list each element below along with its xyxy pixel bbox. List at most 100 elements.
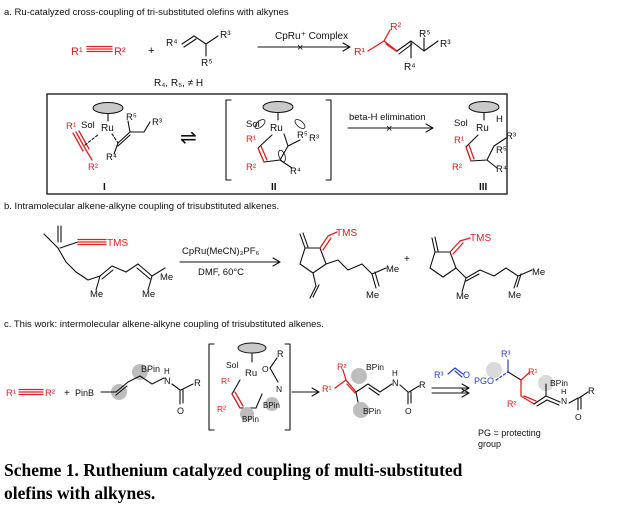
iii-label: III (479, 182, 488, 193)
scheme-caption: Scheme 1. Ruthenium catalyzed coupling o… (4, 460, 463, 503)
beta-h-arrow: beta-H elimination × (347, 112, 434, 135)
ii-r5: R⁵ (297, 130, 308, 141)
c-int-r1: R¹ (221, 376, 230, 386)
c-p2-r3: R³ (501, 349, 511, 359)
c-p2-r1: R¹ (528, 367, 538, 377)
olefin-r4: R⁴ (166, 38, 178, 49)
part-b-tms-3: TMS (470, 233, 491, 244)
part-b-product-2: TMS Me Me Me (429, 233, 545, 302)
c-r-1: R (194, 378, 201, 389)
part-b-me-7: Me (532, 267, 545, 278)
part-b-me-6: Me (456, 291, 469, 302)
c-pg-note-2: group (478, 439, 501, 449)
c-r-2: R (277, 349, 284, 359)
product-r5: R⁵ (419, 29, 430, 40)
ii-sol: Sol (246, 119, 260, 130)
part-b-me-8: Me (508, 290, 521, 301)
c-pgo: PGO (474, 376, 494, 386)
c-bpin-1: BPin (141, 364, 160, 374)
part-b-reagent: CpRu(MeCN)₃PF₆ (182, 246, 260, 257)
part-c-product-2: R³ PGO R¹ R² BPin N H O R (474, 349, 595, 422)
part-a-alkyne: R¹ R² (71, 45, 126, 58)
part-b-conditions: DMF, 60°C (198, 267, 244, 278)
part-c-intermediate: Sol Ru O R N R¹ R² BPin BPin (208, 342, 291, 431)
product-r4: R⁴ (404, 62, 416, 73)
part-b-substrate: TMS Me Me Me (43, 225, 173, 300)
part-c: c. This work: intermolecular alkene-alky… (4, 319, 595, 449)
intermediate-iii: Sol Ru H R¹ R² R³ R⁵ R⁴ III (452, 101, 516, 193)
c-h-3: H (561, 387, 566, 396)
c-alkyne-r2: R² (45, 388, 55, 399)
i-ru: Ru (101, 123, 114, 134)
c-bpin-4: BPin (366, 362, 384, 372)
part-b-me-1: Me (90, 289, 103, 300)
beta-h-cross: × (386, 123, 392, 135)
c-o-3: O (405, 406, 412, 416)
c-n-1: N (164, 376, 171, 386)
iii-h: H (496, 114, 503, 125)
part-a-olefin: R⁴ R³ R⁵ (166, 30, 231, 69)
part-b-me-3: Me (160, 272, 173, 283)
i-r4: R⁴ (106, 152, 117, 163)
intermediate-ii: Sol Ru R¹ R² R⁴ R⁵ R³ II (225, 99, 332, 193)
iii-ru: Ru (476, 123, 489, 134)
i-label: I (103, 182, 106, 193)
c-o-4: O (575, 412, 582, 422)
caption-line-1: Scheme 1. Ruthenium catalyzed coupling o… (4, 460, 463, 480)
c-alkyne-r1: R¹ (6, 388, 16, 399)
product-r1: R¹ (354, 46, 366, 58)
part-a: a. Ru-catalyzed cross-coupling of tri-su… (4, 7, 451, 89)
iii-sol: Sol (454, 118, 468, 129)
part-b: b. Intramolecular alkene-alkyne coupling… (4, 201, 545, 302)
product-r2: R² (390, 21, 402, 33)
iii-r1: R¹ (454, 135, 464, 146)
alkyne-r2: R² (114, 46, 126, 58)
part-a-cross: × (297, 42, 303, 54)
caption-line-2: olefins with alkynes. (4, 483, 155, 503)
i-sol: Sol (81, 120, 95, 131)
c-pg-note-1: PG = protecting (478, 428, 541, 438)
part-c-aldehyde-arrow: R³ O (431, 367, 470, 398)
c-r-4: R (588, 386, 595, 396)
c-bpin-3: BPin (242, 415, 259, 424)
part-a-product: R¹ R² R⁴ R⁵ R³ (354, 21, 451, 73)
c-n-3: N (392, 378, 399, 388)
olefin-r3: R³ (220, 30, 231, 41)
part-b-plus: + (404, 254, 410, 265)
iii-r4: R⁴ (496, 164, 507, 175)
part-a-reagent: CpRu⁺ Complex (275, 31, 348, 42)
part-c-alkyne: R¹ R² (6, 388, 55, 399)
c-p1-r2: R² (337, 362, 347, 372)
part-a-condition-note: R₄, R₅, ≠ H (154, 78, 203, 89)
part-a-arrow: CpRu⁺ Complex × (257, 31, 351, 54)
beta-h-label: beta-H elimination (349, 112, 426, 123)
part-a-plus: + (148, 45, 154, 57)
part-c-heading: c. This work: intermolecular alkene-alky… (4, 319, 324, 330)
part-a-heading: a. Ru-catalyzed cross-coupling of tri-su… (4, 7, 289, 18)
part-c-product-1: R¹ R² BPin BPin N H O R (322, 362, 426, 418)
part-c-olefin: PinB BPin N H O R (75, 364, 201, 416)
c-bpin-5: BPin (363, 406, 381, 416)
c-int-r2: R² (217, 404, 226, 414)
c-p2-r2: R² (507, 399, 517, 409)
iii-r5: R⁵ (496, 145, 507, 156)
part-b-product-1: TMS Me Me (299, 228, 399, 301)
intermediate-i: Sol Ru R⁴ R⁵ R³ R¹ R² I (66, 102, 162, 193)
c-ru: Ru (245, 368, 257, 379)
part-b-heading: b. Intramolecular alkene-alkyne coupling… (4, 201, 279, 212)
ii-ru: Ru (270, 123, 283, 134)
mechanism-box: Sol Ru R⁴ R⁵ R³ R¹ R² I ⇌ (46, 93, 516, 195)
part-b-tms-1: TMS (107, 238, 128, 249)
equilibrium-arrow: ⇌ (180, 127, 197, 149)
c-pinb: PinB (75, 388, 94, 398)
part-b-me-4: Me (386, 264, 399, 275)
c-o-1: O (177, 406, 184, 416)
c-r-3: R (419, 380, 426, 390)
ii-r4: R⁴ (290, 166, 301, 177)
i-r2: R² (88, 162, 98, 173)
c-n-2: N (276, 384, 282, 394)
alkyne-r1: R¹ (71, 46, 83, 58)
ii-label: II (271, 182, 277, 193)
part-c-plus: + (64, 388, 70, 399)
